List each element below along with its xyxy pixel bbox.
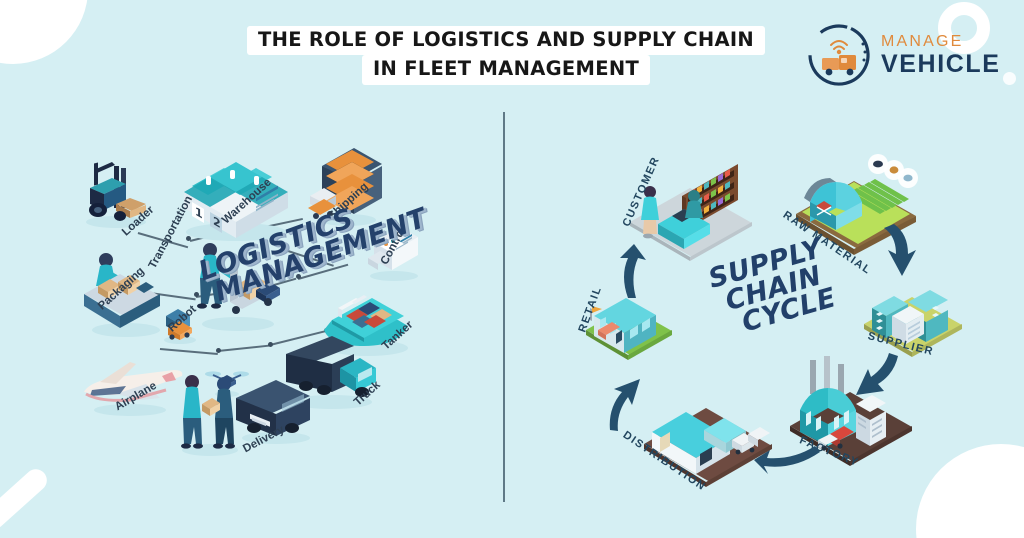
connector-dot [296,274,301,279]
packing-table-icon [84,253,160,337]
node-packaging [74,242,178,342]
brand-manage: MANAGE [881,32,964,50]
stage-distribution [638,388,778,487]
warehouse-icon: 1 2 [184,162,288,241]
node-truck [278,330,388,416]
node-robot [156,298,204,348]
node-loader [76,152,156,232]
decorative-circle-bottom-right [916,444,1024,538]
stage-customer [620,152,760,261]
connector-dot [194,292,199,297]
stage-retail [578,272,678,360]
svg-text:2: 2 [213,214,221,231]
farm-barn-icon [796,154,918,255]
brand-logo[interactable]: MANAGE VEHICLE [806,22,1001,88]
node-airplane [70,352,190,422]
customer-counter-icon [630,164,752,261]
warehouse-depot-icon [644,408,772,487]
page-title: THE ROLE OF LOGISTICS AND SUPPLY CHAIN I… [236,26,776,85]
chicken-icon [889,166,899,174]
connector [217,344,270,352]
arrow-factory-to-distribution [754,446,820,474]
delivery-van-icon [236,380,310,444]
arrow-distribution-to-retail [609,379,640,431]
pallet-rack-icon [308,148,382,226]
node-workers [172,366,250,458]
node-transportation [182,228,292,338]
robot-cart-icon [164,309,196,344]
node-delivery [226,370,326,450]
title-line-1: THE ROLE OF LOGISTICS AND SUPPLY CHAIN [246,26,766,56]
connector-dot [268,342,273,347]
connector-dot [216,348,221,353]
cow-icon [873,160,883,168]
stage-raw-material [790,154,920,255]
stage-supplier [858,268,968,357]
truck-signal-circle-icon [806,22,872,88]
node-control [360,218,430,288]
brand-vehicle: VEHICLE [881,49,1001,78]
forklift-icon [86,162,146,228]
brand-wordmark: MANAGE VEHICLE [881,32,1001,78]
title-line-2: IN FLEET MANAGEMENT [361,55,651,85]
decorative-dot-right [1003,72,1016,85]
stage-factory [782,356,916,466]
node-warehouse: 1 2 [170,136,300,246]
workers-parcel-icon [181,375,238,456]
svg-text:1: 1 [195,204,203,221]
duck-icon [903,174,913,182]
panel-divider [503,112,505,502]
hand-truck-icon [197,243,280,331]
retail-store-icon [586,298,672,360]
connector-dot [186,236,191,241]
arrow-supplier-to-factory [856,353,898,395]
cargo-truck-icon [286,336,376,409]
arrow-retail-to-customer [620,244,646,298]
node-shipping [306,136,386,232]
decorative-circle-top-left [0,0,88,64]
monitor-chart-icon [368,227,418,281]
office-buildings-icon [864,290,962,357]
airplane-icon [84,362,183,416]
factory-icon [790,356,912,466]
decorative-stripe-bottom-left [0,464,52,534]
arrow-raw-to-supplier [884,224,916,276]
